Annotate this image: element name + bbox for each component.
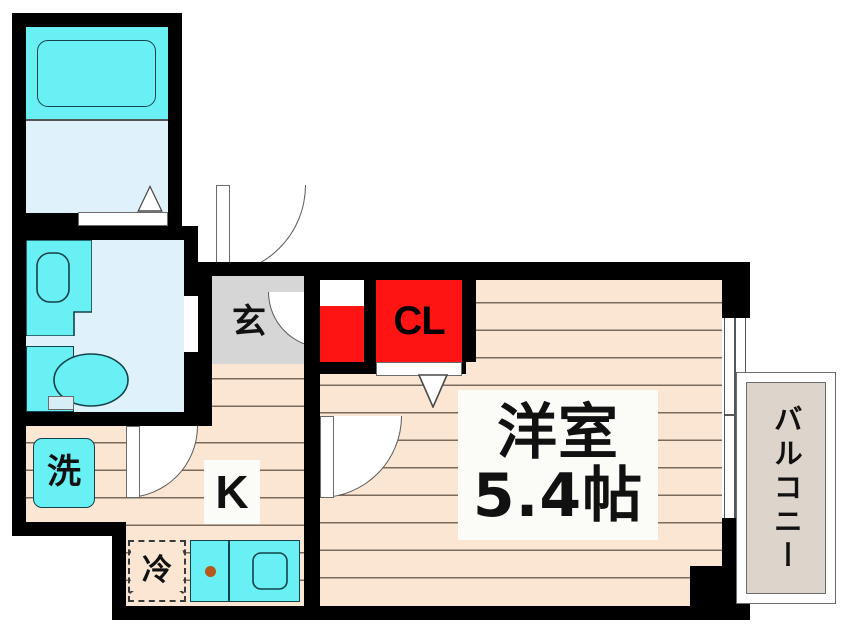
closet-cl-label: CL: [393, 299, 445, 343]
kitchen-sink: [252, 552, 288, 590]
kitchen-left-wall: [112, 522, 126, 620]
room-door-leaf: [320, 416, 334, 498]
closet-folding-door-indicator: [417, 374, 449, 409]
left-outer-wall-lower: [12, 426, 26, 536]
kitchen-label: K: [204, 460, 260, 524]
main-room-label-line1: 洋室: [497, 398, 619, 468]
main-room-bottom-right-notch: [690, 566, 722, 620]
balcony-floor: [746, 382, 826, 594]
main-room-left-wall: [304, 262, 320, 620]
bath-folding-door-outline: [137, 185, 163, 212]
main-room-label-line2: 5.4帖: [472, 461, 644, 531]
washroom-door-opening: [184, 296, 198, 352]
bath-door-threshold: [78, 212, 168, 226]
closet-right-wall: [462, 280, 476, 362]
small-closet-divider-wall: [364, 280, 376, 362]
washer-label: 洗: [47, 452, 81, 493]
balcony-label: バルコニー: [769, 404, 804, 574]
tub-edge-line: [26, 119, 168, 121]
closet-cl-area: [376, 280, 462, 362]
entrance-label: 玄: [232, 302, 266, 343]
washer-alcove-bottom-wall: [12, 522, 126, 536]
small-closet-red-body: [320, 306, 364, 362]
wash-basin-bowl: [36, 252, 70, 303]
refrigerator-space[interactable]: [128, 540, 186, 602]
entry-corridor-floor: [212, 364, 304, 426]
main-room-top-wall: [304, 262, 750, 280]
washing-machine-space[interactable]: [33, 438, 95, 508]
entry-top-wall: [198, 262, 318, 276]
sliding-door-mullion: [734, 318, 736, 518]
refrigerator-label: 冷: [131, 551, 183, 591]
folding-door-triangle-svg: [137, 185, 163, 212]
washroom-door-leaf: [126, 426, 140, 498]
toilet-base-plate: [48, 396, 74, 410]
small-closet-upper-gap: [320, 280, 364, 306]
toilet-bowl: [52, 352, 130, 408]
stove-burner: [205, 566, 216, 577]
entry-left-wall: [198, 262, 212, 426]
bathtub: [37, 40, 156, 107]
main-room-right-wall-upper: [722, 262, 750, 318]
bottom-outer-wall: [112, 606, 712, 620]
main-room-label: 洋室 5.4帖: [458, 390, 658, 540]
kitchen-counter-divider: [228, 540, 230, 602]
